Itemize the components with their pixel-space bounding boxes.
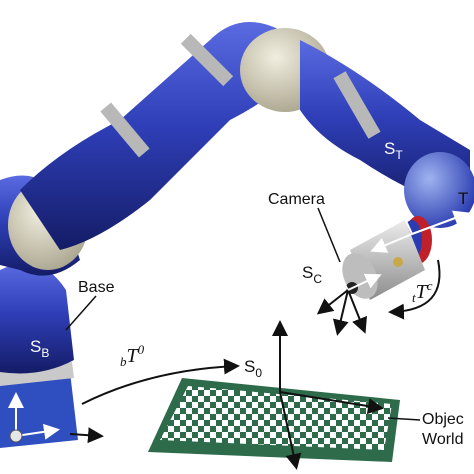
- frame-label-camera: SC: [302, 263, 322, 286]
- transform-label-tc: tTc: [412, 278, 433, 305]
- lower-link: [0, 263, 74, 374]
- frame-label-tool: ST: [384, 139, 403, 162]
- object-leader: [387, 417, 421, 421]
- world-label: World: [422, 431, 464, 448]
- camera-leader: [317, 207, 341, 263]
- object-label: Objec: [422, 411, 464, 428]
- checkerboard: [148, 378, 400, 462]
- world-frame-axes: [272, 320, 384, 470]
- transform-label-b0: bT0: [120, 342, 145, 369]
- transform-arrow-tc: [388, 259, 441, 320]
- transform-arrow-b0: [81, 358, 240, 405]
- camera-frame-axes: [316, 256, 382, 336]
- tool-T-label: T: [458, 189, 468, 208]
- base-label: Base: [78, 279, 115, 296]
- frame-label-zero: S0: [244, 357, 262, 380]
- base-frame-axes: [8, 392, 104, 444]
- base-leader: [65, 295, 97, 331]
- frame-label-base: SB: [30, 337, 49, 360]
- camera-label: Camera: [268, 191, 325, 208]
- tool-frame-axes: [370, 182, 470, 253]
